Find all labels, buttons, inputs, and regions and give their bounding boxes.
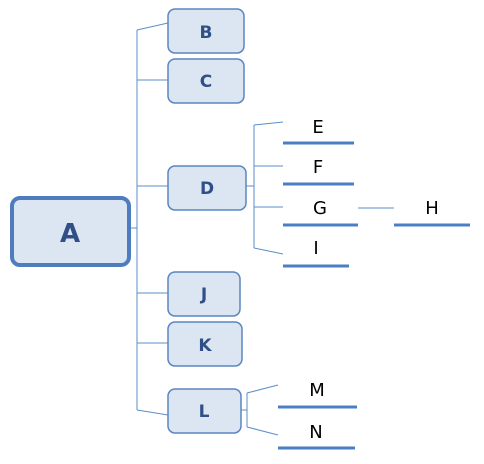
node-l-label: L xyxy=(199,402,210,422)
node-l-box xyxy=(167,388,242,434)
node-d: D xyxy=(167,165,247,211)
node-j: J xyxy=(167,271,241,317)
node-g-label: G xyxy=(313,198,327,219)
node-h: H xyxy=(394,198,470,227)
node-i: I xyxy=(283,238,349,268)
connector-i xyxy=(253,247,284,255)
node-b: B xyxy=(167,8,245,54)
node-h-label: H xyxy=(425,198,439,219)
node-g: G xyxy=(283,198,358,227)
connector-b xyxy=(136,22,169,31)
node-k-box xyxy=(167,321,243,367)
connector-n xyxy=(246,426,279,436)
node-e-label: E xyxy=(312,117,323,138)
connector-e xyxy=(253,121,284,126)
node-k: K xyxy=(167,321,243,367)
node-d-label: D xyxy=(200,179,214,199)
node-a: A xyxy=(10,196,131,267)
node-a-label: A xyxy=(60,219,80,249)
node-k-label: K xyxy=(198,336,212,356)
node-j-box xyxy=(167,271,241,317)
node-m-label: M xyxy=(309,380,325,401)
node-a-box xyxy=(10,196,131,267)
connector-l xyxy=(136,409,169,416)
connector-lines xyxy=(130,22,394,436)
node-j-label: J xyxy=(200,285,207,305)
node-c: C xyxy=(167,58,245,104)
node-b-label: B xyxy=(200,23,213,43)
node-l: L xyxy=(167,388,242,434)
node-m: M xyxy=(278,380,357,409)
node-e: E xyxy=(283,117,354,145)
connector-m xyxy=(246,384,279,394)
node-d-box xyxy=(167,165,247,211)
node-i-label: I xyxy=(313,238,318,259)
node-b-box xyxy=(167,8,245,54)
node-n: N xyxy=(278,422,355,450)
node-c-box xyxy=(167,58,245,104)
node-f: F xyxy=(283,157,354,186)
node-n-label: N xyxy=(309,422,322,443)
node-f-label: F xyxy=(313,157,323,178)
node-c-label: C xyxy=(200,72,212,92)
